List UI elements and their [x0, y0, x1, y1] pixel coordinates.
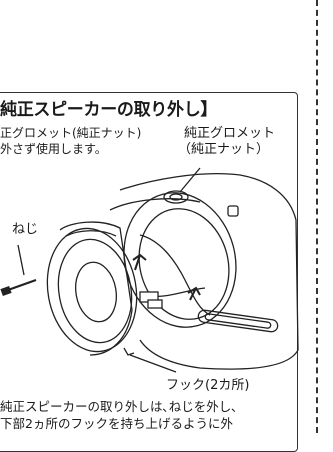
note-line-1: 正グロメット(純正ナット) — [0, 126, 142, 140]
body-line-1: 純正スピーカーの取り外しは､ねじを外し､ — [0, 399, 238, 414]
screw-label: ねじ — [12, 222, 39, 237]
note-line-2: 外さず使用します。 — [0, 142, 107, 156]
hook-label: フック(2カ所) — [166, 378, 250, 393]
speaker-removal-illustration — [0, 167, 299, 373]
grommet-label-line-2: （純正ナット） — [178, 142, 270, 157]
body-line-2: 下部2ヵ所のフックを持ち上げるように外 — [0, 416, 233, 431]
cut-line — [316, 0, 318, 433]
grommet-label-line-1: 純正グロメット — [184, 126, 276, 141]
section-title: 純正スピーカーの取り外し】 — [0, 100, 218, 120]
